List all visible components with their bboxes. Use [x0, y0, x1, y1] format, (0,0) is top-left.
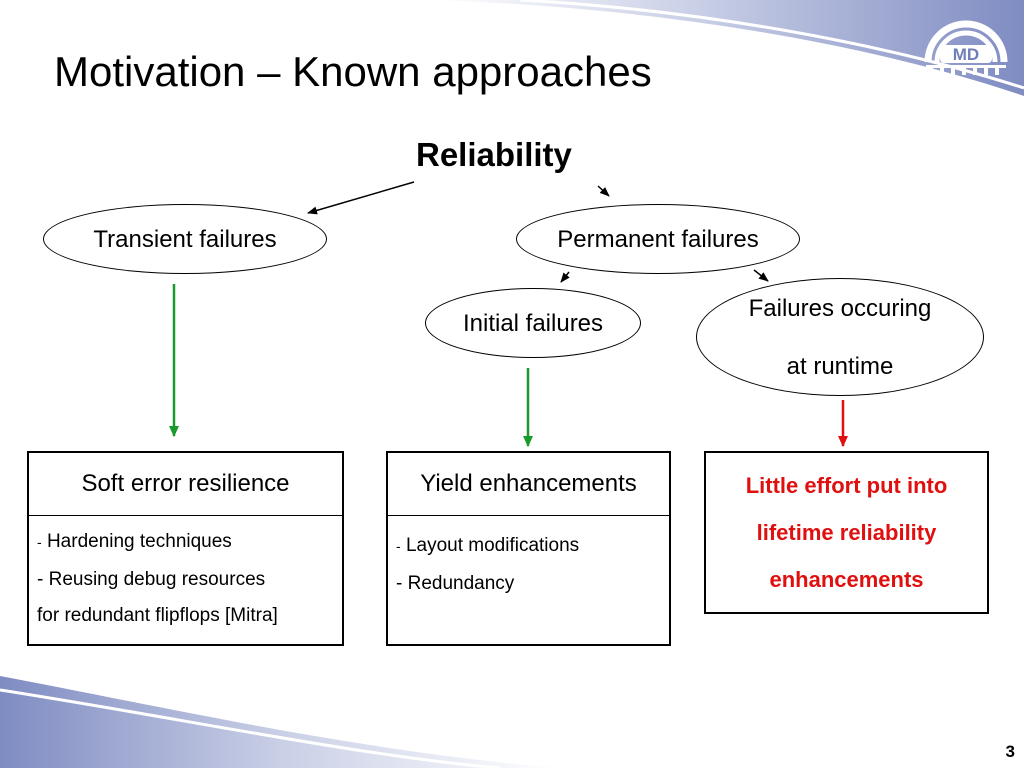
box-yield-item2-text: Redundancy [407, 573, 515, 594]
node-permanent-label: Permanent failures [557, 225, 759, 253]
box-yield-enhancements: Yield enhancements - Layout modification… [386, 451, 671, 646]
box-soft-body: - Hardening techniques - Reusing debug r… [29, 516, 342, 628]
box-soft-item2-line1: Reusing debug resources [48, 569, 266, 590]
node-runtime-label: Failures occuring at runtime [725, 294, 955, 381]
box-soft-item1-text: Hardening techniques [46, 531, 232, 552]
node-runtime-line1: Failures occuring [748, 294, 932, 322]
node-transient-failures: Transient failures [43, 204, 327, 274]
box-soft-header: Soft error resilience [29, 453, 342, 516]
bullet-dash: - [396, 538, 401, 554]
box-soft-item1: - Hardening techniques [37, 530, 334, 554]
box-little-line2: lifetime reliability [756, 520, 937, 545]
reliability-root-label: Reliability [416, 136, 572, 173]
md-logo: MD [924, 20, 1008, 75]
node-initial-label: Initial failures [462, 309, 604, 337]
node-runtime-line2: at runtime [786, 352, 894, 380]
node-permanent-failures: Permanent failures [516, 204, 800, 274]
slide-title: Motivation – Known approaches [54, 48, 652, 95]
node-transient-label: Transient failures [93, 225, 277, 253]
bullet-dash: - [37, 569, 44, 590]
box-yield-item1: - Layout modifications [396, 534, 661, 558]
box-little-line3: enhancements [769, 567, 924, 592]
box-yield-header: Yield enhancements [388, 453, 669, 516]
box-yield-item1-text: Layout modifications [405, 535, 580, 556]
node-initial-failures: Initial failures [425, 288, 641, 358]
bullet-dash: - [396, 573, 403, 594]
page-number: 3 [1005, 742, 1015, 761]
box-little-effort: Little effort put into lifetime reliabil… [704, 451, 989, 614]
box-yield-item2: - Redundancy [396, 572, 661, 596]
box-soft-error-resilience: Soft error resilience - Hardening techni… [27, 451, 344, 646]
box-little-text: Little effort put into lifetime reliabil… [746, 462, 948, 603]
box-little-line1: Little effort put into [745, 473, 948, 498]
bullet-dash: - [37, 534, 42, 550]
svg-text:MD: MD [953, 45, 979, 64]
node-runtime-failures: Failures occuring at runtime [696, 278, 984, 396]
box-soft-item2: - Reusing debug resources for redundant … [37, 568, 334, 628]
box-yield-body: - Layout modifications - Redundancy [388, 516, 669, 596]
box-soft-item2-line2: for redundant flipflops [Mitra] [37, 605, 278, 626]
